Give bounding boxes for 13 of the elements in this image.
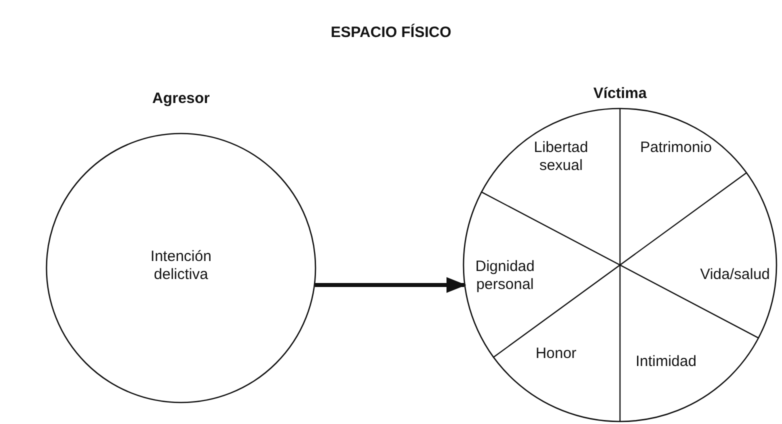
- circle-heading: Agresor: [151, 90, 211, 107]
- circle-heading: Víctima: [592, 85, 648, 102]
- sector-label: Honor: [508, 335, 604, 373]
- arrow: [314, 277, 466, 293]
- circle-node: [46, 90, 316, 405]
- sector-label: Vida/salud: [687, 256, 782, 294]
- sector-label: Intimidad: [618, 343, 714, 381]
- diagram-title: ESPACIO FÍSICO: [330, 24, 452, 41]
- sector-label: Dignidad personal: [457, 257, 553, 295]
- circle-label: Intención delictiva: [150, 248, 212, 284]
- sector-label: Libertad sexual: [513, 138, 609, 176]
- circle-node: [463, 85, 777, 424]
- sector-label: Patrimonio: [628, 129, 724, 167]
